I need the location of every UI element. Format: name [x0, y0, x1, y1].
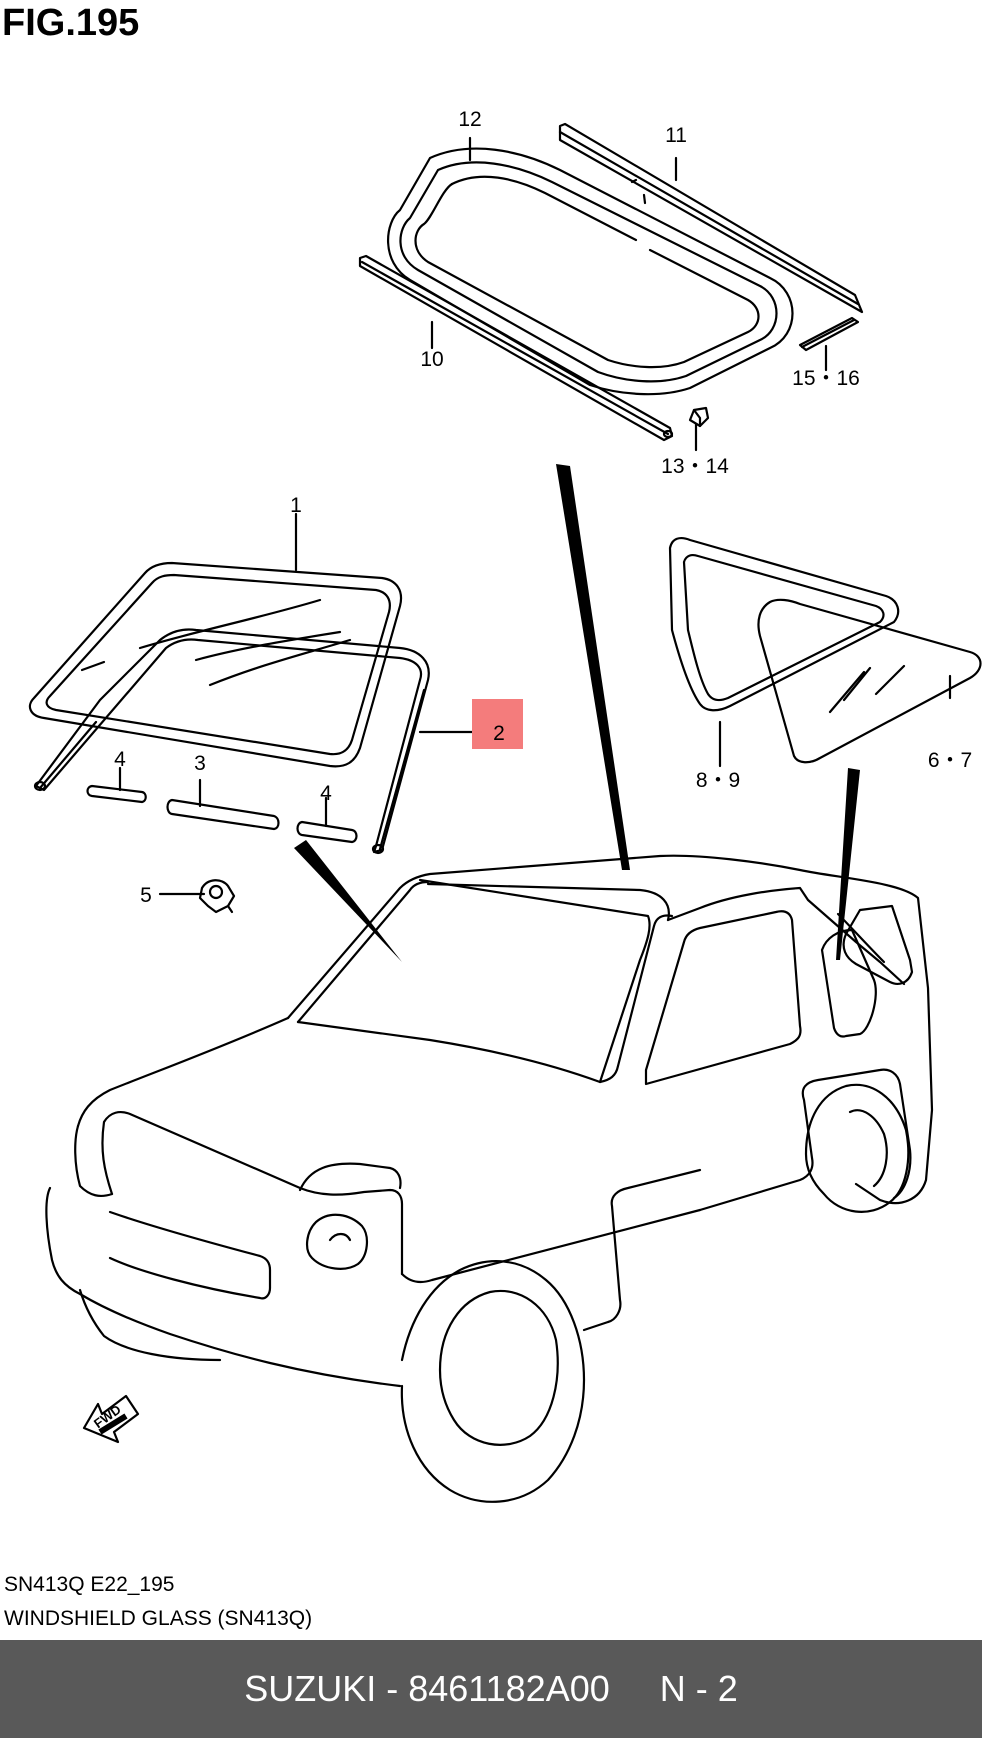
part-8-9-quarter-seal — [668, 537, 900, 712]
part-3-molding-center — [166, 798, 280, 831]
part-12-roof-seal — [387, 147, 794, 396]
part-1-windshield-glass — [28, 561, 403, 768]
callout-8-9: 8・9 — [696, 769, 740, 792]
callout-13-14: 13・14 — [661, 455, 729, 478]
fwd-arrow-icon: FWD — [82, 1394, 140, 1444]
callout-2: 2 — [493, 722, 505, 745]
vehicle-body — [45, 854, 934, 1503]
part-11-roof-molding — [558, 122, 864, 314]
footer-part-number: SUZUKI - 8461182A00 N - 2 — [244, 1668, 738, 1709]
callout-12: 12 — [458, 108, 481, 131]
figure-title: FIG.195 — [2, 2, 140, 44]
illustration-description: WINDSHIELD GLASS (SN413Q) — [4, 1607, 313, 1630]
part-4-molding-left — [86, 784, 147, 804]
pointer-windshield — [294, 840, 402, 962]
callout-5: 5 — [140, 884, 152, 907]
part-5-clip — [198, 879, 236, 914]
part-6-7-quarter-glass — [757, 598, 982, 764]
part-10-side-molding — [358, 254, 674, 442]
callout-15-16: 15・16 — [792, 367, 860, 390]
callout-4b: 4 — [320, 782, 332, 805]
part-15-16-spacer — [798, 316, 860, 352]
callout-10: 10 — [420, 348, 443, 371]
pointer-roof — [556, 464, 630, 870]
callout-1: 1 — [290, 494, 302, 517]
footer-bar: SUZUKI - 8461182A00 N - 2 — [0, 1640, 982, 1738]
callout-11: 11 — [665, 124, 687, 147]
illustration-code: SN413Q E22_195 — [4, 1573, 175, 1596]
callout-3: 3 — [194, 752, 206, 775]
callout-4a: 4 — [114, 748, 126, 771]
callout-2-highlight — [472, 699, 523, 749]
part-4-molding-right — [296, 820, 358, 844]
part-13-14-clip — [688, 406, 710, 428]
parts-diagram: FWD 1 2 3 4 4 5 6・7 8・9 10 11 12 13・14 1… — [28, 108, 982, 1503]
callout-6-7: 6・7 — [928, 749, 972, 772]
pointer-quarter — [836, 768, 860, 960]
part-2-windshield-molding — [33, 628, 430, 855]
